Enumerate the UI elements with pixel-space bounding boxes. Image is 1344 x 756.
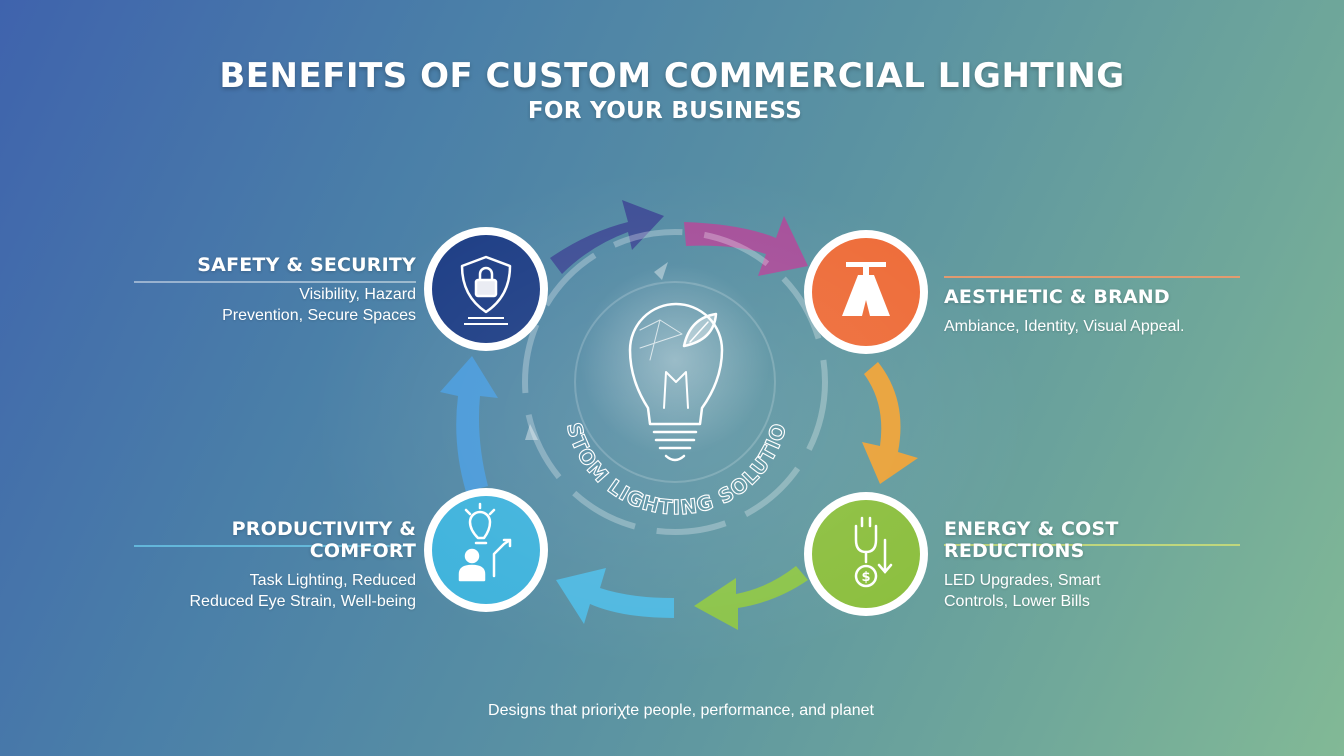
lightbulb-leaf-icon <box>628 302 724 462</box>
cycle-arrows <box>440 200 918 630</box>
benefit-aesthetic: AESTHETIC & BRAND Ambiance, Identity, Vi… <box>944 286 1234 337</box>
page-subtitle: FOR YOUR BUSINESS <box>527 98 803 124</box>
benefit-energy-description: LED Upgrades, Smart Controls, Lower Bill… <box>944 572 1101 610</box>
arrow-safety-to-aesthetic-b <box>684 216 808 276</box>
benefit-productivity: PRODUCTIVITY & COMFORT Task Lighting, Re… <box>126 518 417 612</box>
heading-rules <box>134 276 1240 547</box>
benefit-productivity-description: Task Lighting, Reduced Reduced Eye Strai… <box>189 572 417 610</box>
inner-arrow-head-left <box>525 424 538 440</box>
benefit-safety: SAFETY & SECURITY Visibility, Hazard Pre… <box>126 254 416 326</box>
arrow-aesthetic-to-energy <box>862 362 918 484</box>
plug-dollar-icon <box>854 516 893 588</box>
benefit-aesthetic-description: Ambiance, Identity, Visual Appeal. <box>944 318 1185 335</box>
arrow-energy-to-productivity-a <box>556 568 674 624</box>
benefit-aesthetic-title: AESTHETIC & BRAND <box>944 286 1170 308</box>
benefit-energy-title: ENERGY & COST REDUCTIONS <box>944 518 1119 562</box>
dollar-icon: $ <box>861 570 870 585</box>
shield-lock-icon <box>460 255 512 325</box>
footer-tagline: Designs that prioriꭓte people, performan… <box>488 702 874 719</box>
benefit-energy: ENERGY & COST REDUCTIONS LED Upgrades, S… <box>944 518 1264 612</box>
person-bulb-icon <box>458 502 512 582</box>
node-safety <box>424 227 548 351</box>
node-aesthetic <box>804 230 928 354</box>
node-productivity <box>424 488 548 612</box>
arrow-productivity-to-safety <box>440 356 498 492</box>
benefit-safety-description: Visibility, Hazard Prevention, Secure Sp… <box>222 286 416 324</box>
arrow-safety-to-aesthetic-a <box>550 200 664 274</box>
arrow-energy-to-productivity-b <box>694 566 808 630</box>
benefit-productivity-title: PRODUCTIVITY & COMFORT <box>231 518 416 562</box>
pendant-lamp-icon <box>842 262 890 316</box>
page-title: BENEFITS OF CUSTOM COMMERCIAL LIGHTING <box>219 56 1125 96</box>
benefit-safety-title: SAFETY & SECURITY <box>197 254 416 276</box>
node-energy: $ <box>804 492 928 616</box>
